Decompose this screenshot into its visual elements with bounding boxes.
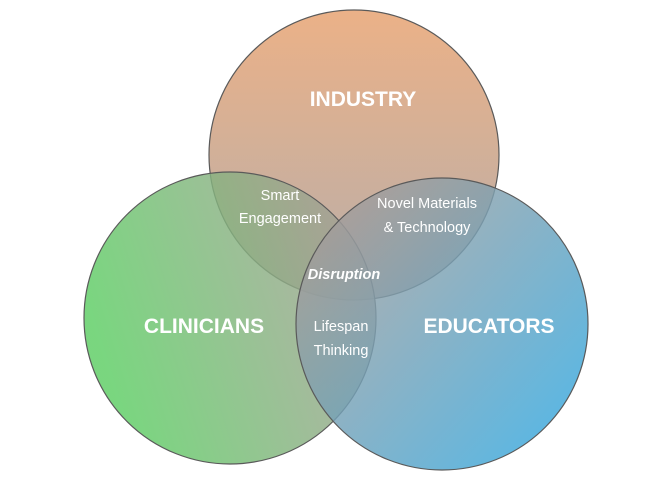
clinicians-educators-label-line-1: Lifespan [314,319,369,335]
center-disruption-label: Disruption [308,267,381,283]
educators-circle [295,177,589,471]
industry-educators-label-line-2: & Technology [384,220,472,236]
industry-clinicians-label-line-1: Smart [261,188,300,204]
clinicians-label: CLINICIANS [144,315,264,338]
industry-clinicians-label-line-2: Engagement [239,211,321,227]
educators-label: EDUCATORS [423,315,554,338]
industry-label: INDUSTRY [310,88,417,111]
industry-educators-label-line-1: Novel Materials [377,196,477,212]
clinicians-educators-label-line-2: Thinking [314,343,369,359]
